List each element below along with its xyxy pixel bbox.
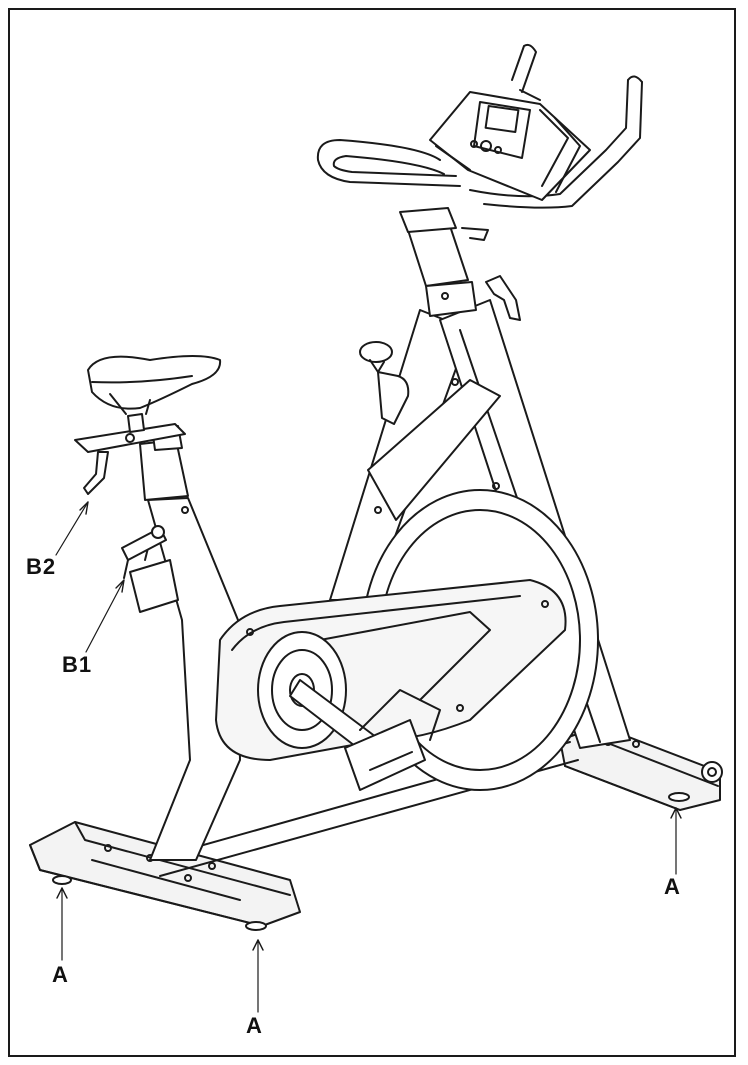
seat-assembly	[74, 355, 222, 579]
crank-and-pedal	[289, 679, 441, 791]
label-b2: B2	[26, 554, 57, 579]
callout-leaders	[55, 501, 682, 1013]
rear-pedal	[129, 539, 179, 613]
handlebar-post	[399, 207, 521, 321]
label-b1: B1	[62, 652, 93, 677]
label-a-rear-left: A	[52, 962, 69, 987]
label-a-front-left: A	[246, 1013, 263, 1038]
diagram-frame	[8, 8, 736, 1057]
tension-knob	[359, 341, 410, 425]
front-stabilizer	[559, 725, 723, 811]
label-a-right: A	[664, 874, 681, 899]
console	[429, 91, 591, 201]
